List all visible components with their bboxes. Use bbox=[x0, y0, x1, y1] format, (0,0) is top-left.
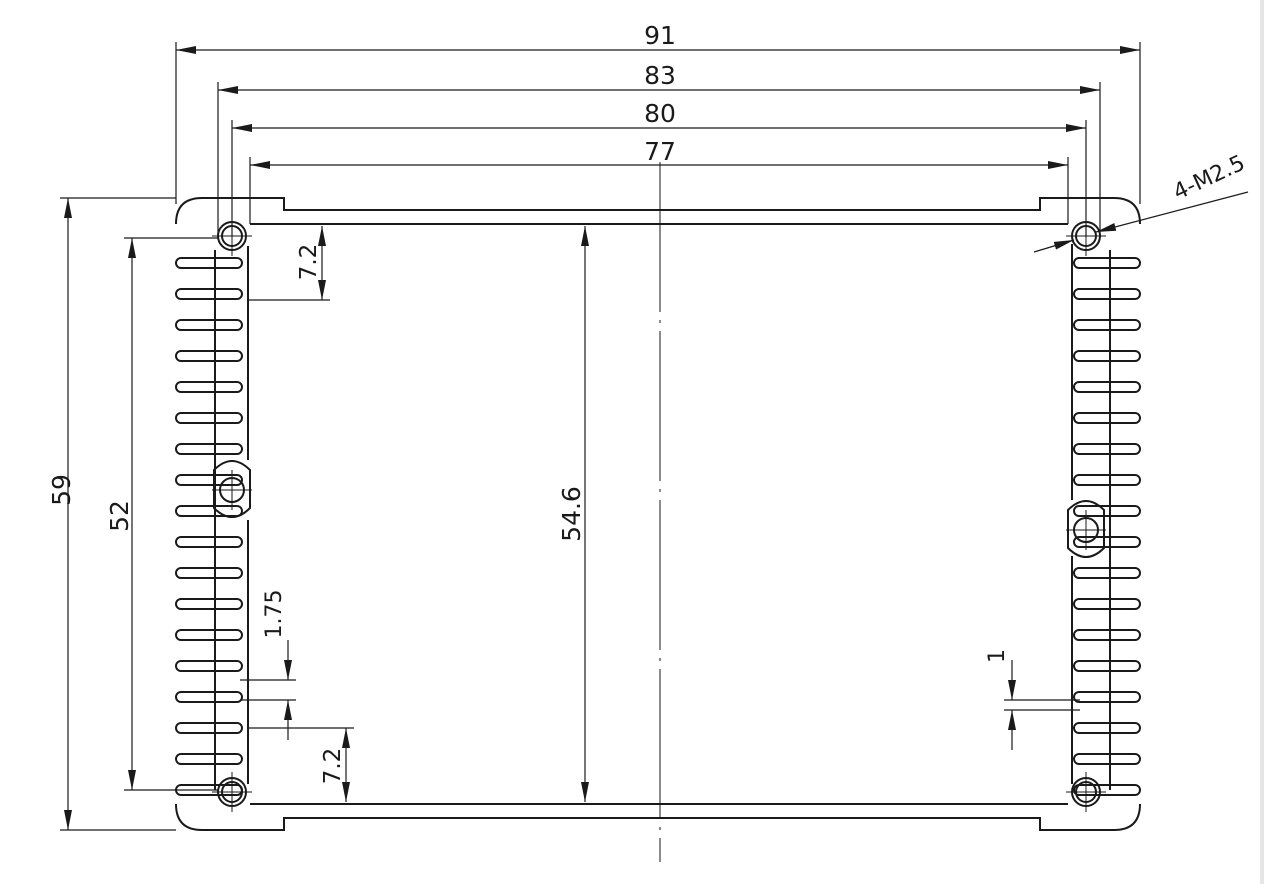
side-slot bbox=[1067, 500, 1105, 558]
fin bbox=[175, 381, 243, 393]
fin bbox=[1073, 505, 1141, 517]
dim-inner-width: 77 bbox=[644, 137, 676, 166]
hole-callout-label: 4-M2.5 bbox=[1170, 151, 1249, 206]
fin bbox=[175, 443, 243, 455]
fins-right bbox=[1073, 250, 1141, 796]
fin bbox=[1073, 753, 1141, 765]
dim-inner-height: 54.6 bbox=[557, 486, 586, 542]
fin bbox=[1073, 722, 1141, 734]
dim-fin-offset-bottom: 7.2 bbox=[320, 748, 346, 785]
fin bbox=[1073, 257, 1141, 269]
fin bbox=[1073, 319, 1141, 331]
fin bbox=[1073, 350, 1141, 362]
fin bbox=[1073, 691, 1141, 703]
fin bbox=[175, 257, 243, 269]
fin bbox=[175, 629, 243, 641]
leader-line bbox=[1033, 239, 1075, 253]
fin bbox=[1073, 784, 1141, 796]
fin bbox=[1073, 381, 1141, 393]
dim-hole-vertical-span: 52 bbox=[105, 500, 134, 532]
leader-line bbox=[1095, 191, 1249, 233]
fin bbox=[175, 753, 243, 765]
fin bbox=[1073, 288, 1141, 300]
dim-hole-span-outer: 83 bbox=[644, 61, 676, 90]
fin bbox=[175, 598, 243, 610]
dim-overall-width: 91 bbox=[644, 21, 676, 50]
fin bbox=[175, 536, 243, 548]
fin bbox=[175, 412, 243, 424]
dim-overall-height: 59 bbox=[47, 474, 76, 506]
fins-left bbox=[175, 250, 243, 796]
fin bbox=[175, 722, 243, 734]
dim-fin-pitch: 1.75 bbox=[262, 590, 287, 639]
fin bbox=[175, 474, 243, 486]
fin bbox=[1073, 443, 1141, 455]
page-edge bbox=[1260, 0, 1264, 884]
fin bbox=[1073, 536, 1141, 548]
fin bbox=[1073, 660, 1141, 672]
fin bbox=[175, 288, 243, 300]
fin bbox=[175, 691, 243, 703]
fin bbox=[1073, 629, 1141, 641]
fin bbox=[175, 660, 243, 672]
dim-hole-span-inner: 80 bbox=[644, 99, 676, 128]
fin bbox=[175, 319, 243, 331]
outer-bottom-edge bbox=[175, 803, 1141, 831]
fin bbox=[1073, 567, 1141, 579]
dimension-lines bbox=[60, 42, 1249, 831]
fin bbox=[1073, 598, 1141, 610]
enclosure-profile bbox=[175, 197, 1141, 831]
side-slot bbox=[213, 460, 251, 518]
fin bbox=[1073, 474, 1141, 486]
fin bbox=[175, 567, 243, 579]
fin bbox=[175, 505, 243, 517]
outer-top-edge bbox=[175, 197, 1141, 225]
dim-fin-thickness: 1 bbox=[985, 649, 1010, 663]
fin bbox=[1073, 412, 1141, 424]
fin bbox=[175, 350, 243, 362]
screw-holes bbox=[213, 221, 1105, 807]
dim-fin-offset-top: 7.2 bbox=[296, 244, 322, 281]
